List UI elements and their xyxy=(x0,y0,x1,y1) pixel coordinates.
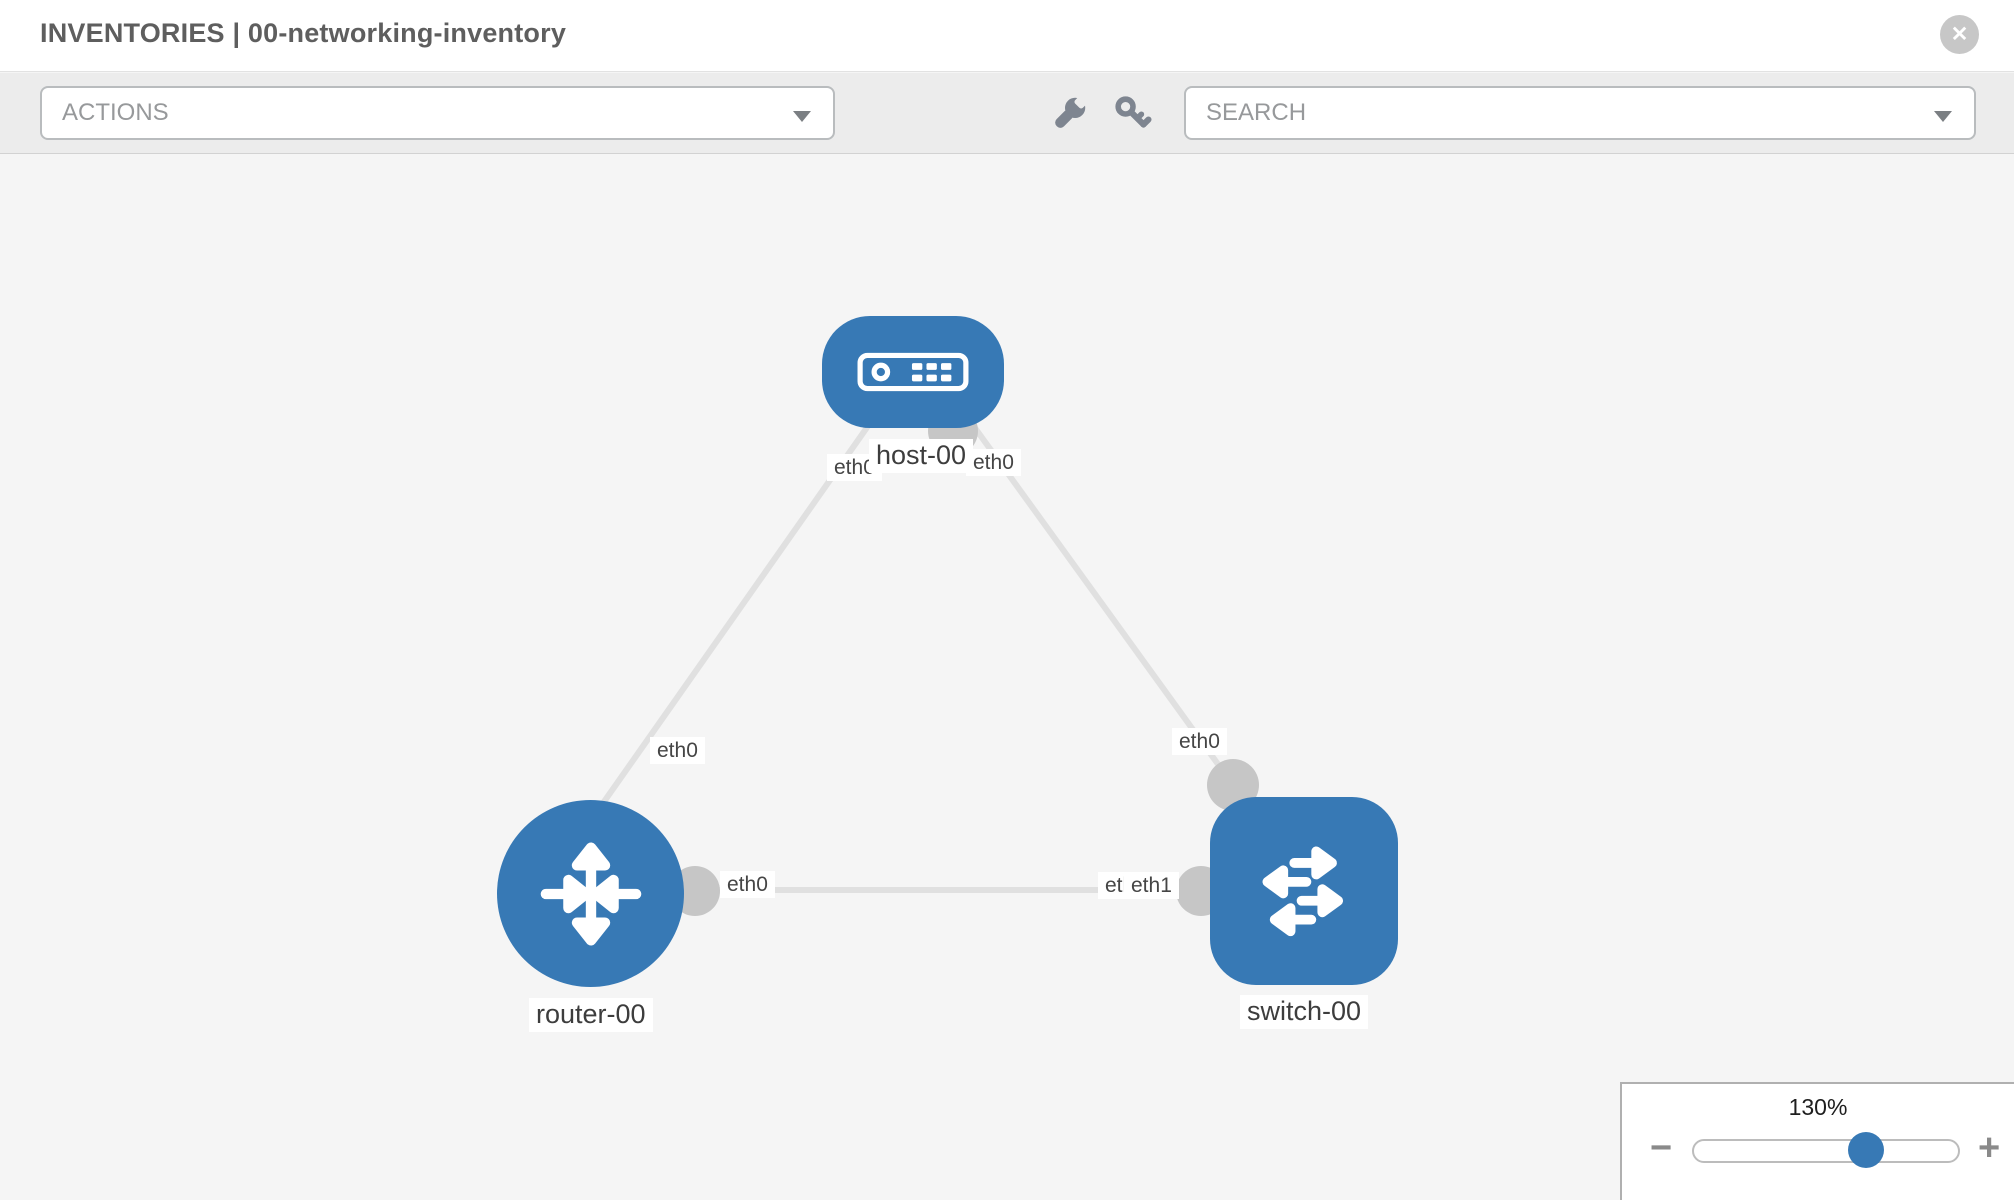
node-label-router-00: router-00 xyxy=(529,998,653,1032)
node-router-00[interactable] xyxy=(497,800,684,987)
key-icon[interactable] xyxy=(1112,93,1154,135)
node-switch-00[interactable] xyxy=(1210,797,1398,985)
wrench-icon[interactable] xyxy=(1048,93,1090,135)
iface-label-host-eth0-right: eth0 xyxy=(966,449,1021,477)
node-label-switch-00: switch-00 xyxy=(1240,995,1369,1029)
host-icon xyxy=(857,352,969,392)
zoom-out-button[interactable]: − xyxy=(1650,1127,1673,1169)
zoom-slider-row: − + xyxy=(1622,1127,2014,1170)
node-label-host-00: host-00 xyxy=(869,439,974,473)
chevron-down-icon xyxy=(793,111,811,122)
actions-dropdown-label: ACTIONS xyxy=(62,99,169,126)
zoom-slider[interactable] xyxy=(1692,1132,1960,1168)
actions-dropdown[interactable]: ACTIONS xyxy=(40,86,835,140)
zoom-slider-thumb[interactable] xyxy=(1847,1132,1884,1168)
zoom-level-value: 130% xyxy=(1788,1094,1848,1120)
topology-links-layer xyxy=(598,424,1236,893)
iface-label-router-eth0-right: eth0 xyxy=(720,871,775,899)
zoom-in-button[interactable]: + xyxy=(1978,1127,2001,1169)
search-dropdown[interactable]: SEARCH xyxy=(1184,86,1976,140)
switch-icon xyxy=(1262,846,1344,937)
chevron-down-icon xyxy=(1934,111,1952,122)
search-dropdown-label: SEARCH xyxy=(1206,99,1307,126)
iface-label-router-eth0-upper: eth0 xyxy=(650,737,705,765)
link-host-router[interactable] xyxy=(598,424,871,808)
close-button[interactable]: ✕ xyxy=(1940,15,1979,54)
iface-label-switch-eth1: eth1 xyxy=(1124,872,1179,900)
topology-canvas[interactable]: eth0 host-00 eth0 eth0 eth0 eth0 eth0 et… xyxy=(0,154,2014,1200)
header: INVENTORIES | 00-networking-inventory ✕ xyxy=(0,0,2014,72)
zoom-panel: 130% − + xyxy=(1620,1082,2014,1200)
node-host-00[interactable] xyxy=(822,316,1004,428)
iface-label-switch-eth0-upper: eth0 xyxy=(1172,728,1227,756)
router-icon xyxy=(540,841,641,946)
close-icon: ✕ xyxy=(1950,23,1969,46)
page-title: INVENTORIES | 00-networking-inventory xyxy=(40,18,567,48)
toolbar: ACTIONS SEARCH xyxy=(0,73,2014,154)
